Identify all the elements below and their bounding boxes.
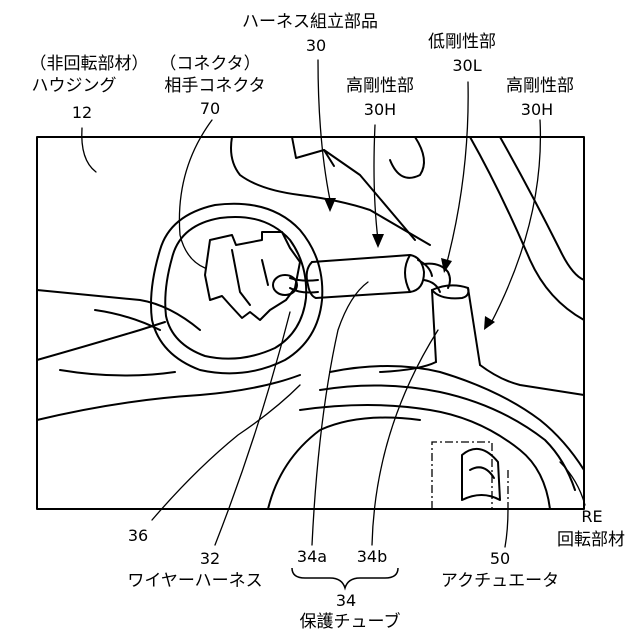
low-rigidity-name: 低剛性部 [412,32,512,52]
tube-part-b-ref: 34b [352,548,392,566]
connector-name: 相手コネクタ [150,76,280,96]
housing-bottom-curve [37,375,300,420]
connector-caption: （コネクタ） [150,54,270,74]
wire-harness-ref: 32 [190,550,230,568]
leader-high-rigidity-left [374,125,378,240]
high-rigidity-left-ref: 30H [355,101,405,119]
housing-upper-edge [231,137,430,245]
rotating-member-curve-2 [320,385,575,490]
leader-harness-assembly [318,60,330,200]
wire-harness-line-2 [290,278,318,281]
tube-name: 保護チューブ [285,612,415,632]
actuator-side-edge [480,365,584,395]
high-rigidity-right-name: 高剛性部 [490,76,590,96]
wire-harness-name: ワイヤーハーネス [110,571,280,591]
housing-caption: （非回転部材） [4,54,174,74]
harness-assembly-name: ハーネス組立部品 [225,12,395,32]
connector-detail-2 [262,260,268,285]
actuator-body [462,449,500,500]
actuator-ref: 50 [480,550,520,568]
harness-assembly-ref: 30 [296,37,336,55]
housing-name: ハウジング [4,76,144,96]
rotating-member-edge-2 [500,137,584,280]
housing-ref: 12 [62,104,102,122]
rotating-member-edge-1 [470,137,584,320]
housing-round-feature [390,137,424,178]
rotating-member-curve-3 [300,405,550,509]
connector-ref: 70 [190,100,230,118]
leader-tube-34a [312,282,368,545]
tube-34b-top [432,288,468,298]
brace-34 [292,568,398,588]
actuator-groove [470,467,494,478]
housing-fold [60,370,175,376]
high-rigidity-left-name: 高剛性部 [335,76,425,96]
low-rigidity-ref: 30L [442,57,492,75]
rotating-ref: RE [572,508,612,526]
leader-high-rigidity-right [490,120,540,325]
leader-tube-34b [372,330,438,545]
ref-36: 36 [118,527,158,545]
tube-34b-left [432,290,436,362]
leader-housing [82,128,96,172]
leader-connector [179,120,212,268]
actuator-name: アクチュエータ [430,571,570,591]
rotating-member-curve-4 [268,418,420,509]
figure-frame [37,137,584,509]
arrow-high-rigidity-left [372,234,384,248]
housing-lower-edge-2 [37,322,165,360]
leader-36 [152,385,300,520]
tube-34a-seam [405,255,410,292]
tube-ref: 34 [326,592,366,610]
tube-part-a-ref: 34a [292,548,332,566]
housing-lower-edge [37,290,200,330]
leader-actuator [505,509,508,547]
connector-detail-1 [232,250,250,305]
arrow-harness-assembly [324,198,336,212]
leader-wire-harness [215,312,290,545]
high-rigidity-right-ref: 30H [512,101,562,119]
rotating-name: 回転部材 [545,530,637,550]
leader-low-rigidity [446,82,468,266]
